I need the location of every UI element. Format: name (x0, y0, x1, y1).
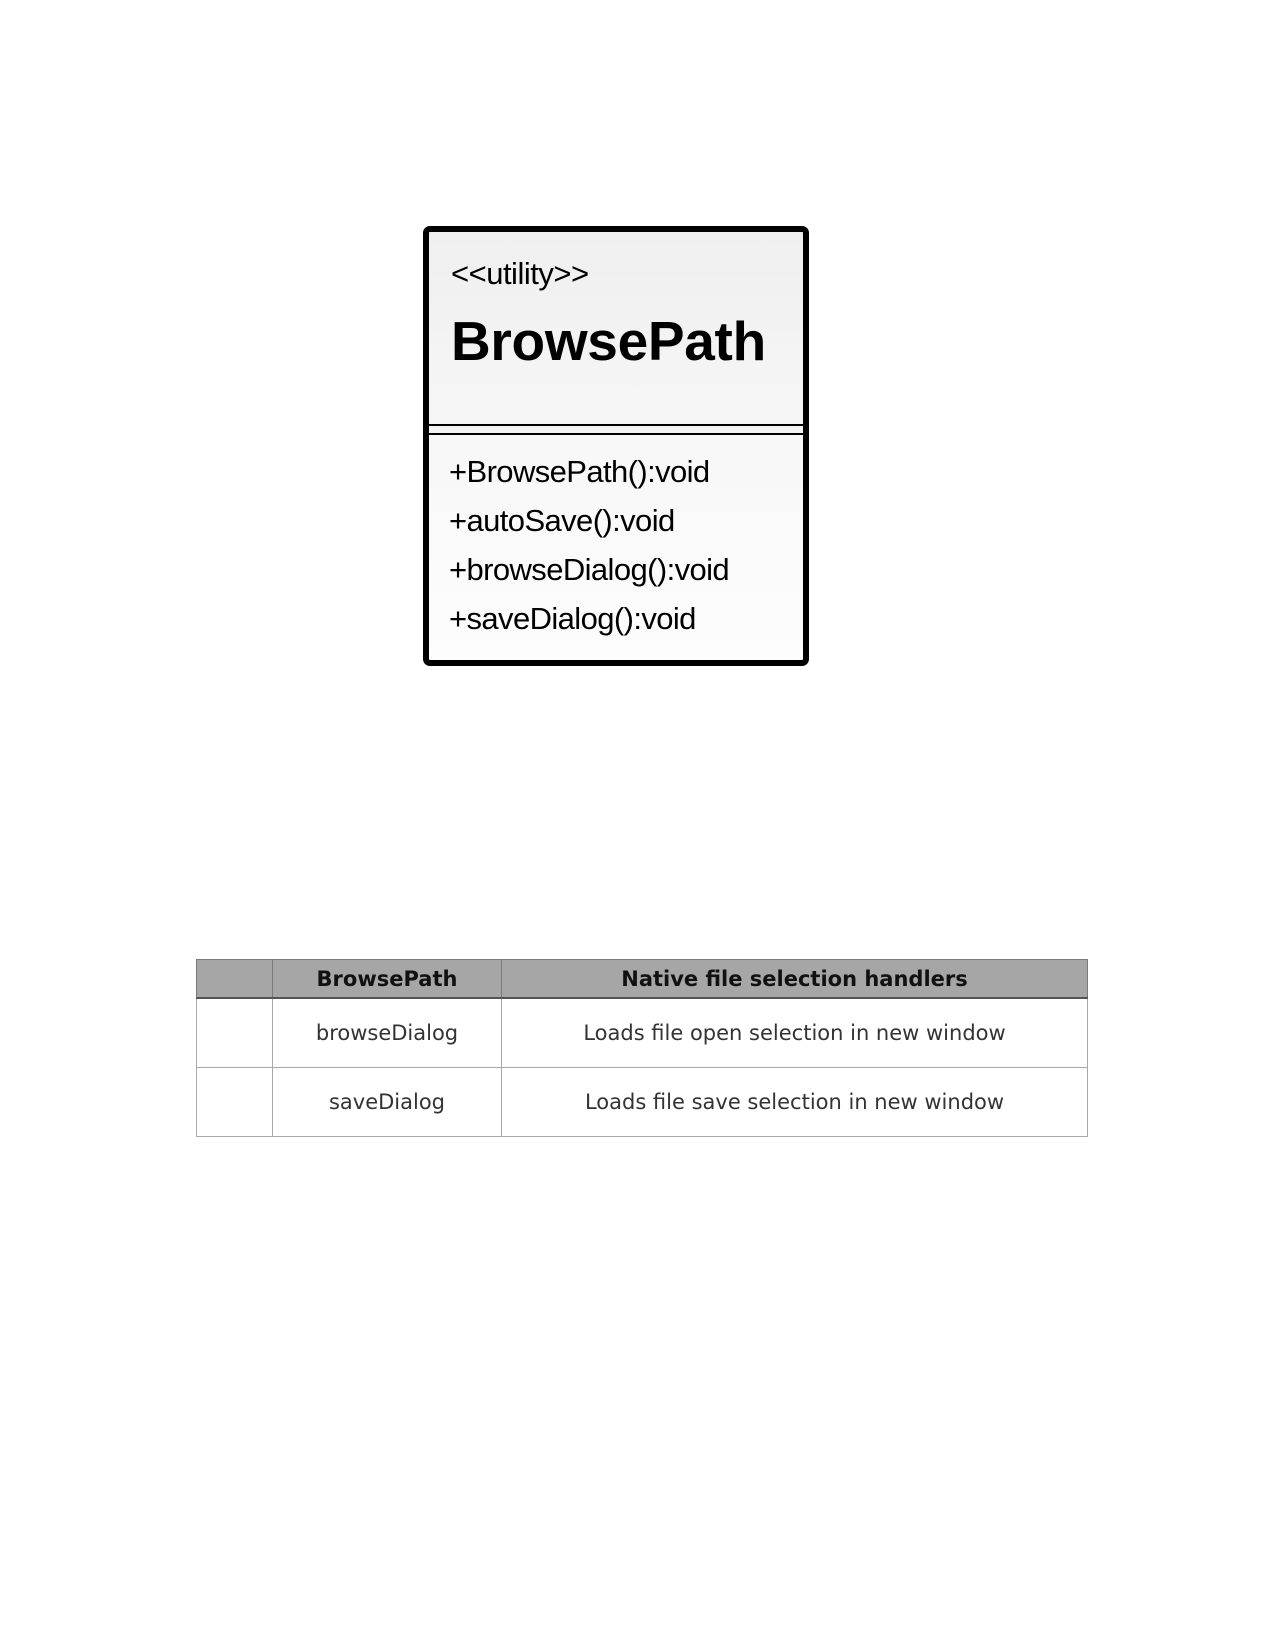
table-cell (196, 997, 273, 1068)
uml-operation: +saveDialog():void (449, 601, 696, 636)
uml-class-header: <<utility>> BrowsePath (429, 232, 803, 424)
uml-class-box: <<utility>> BrowsePath +BrowsePath():voi… (423, 226, 809, 666)
uml-operation: +autoSave():void (449, 503, 675, 538)
method-table: BrowsePath Native file selection handler… (196, 959, 1088, 1137)
uml-stereotype: <<utility>> (451, 256, 589, 291)
uml-operation: +BrowsePath():void (449, 454, 710, 489)
table-row: saveDialog Loads file save selection in … (196, 1067, 1088, 1137)
uml-class-name: BrowsePath (451, 310, 766, 372)
table-cell-method: browseDialog (272, 997, 502, 1068)
table-header-cell: BrowsePath (272, 959, 502, 999)
table-header-cell (196, 959, 273, 999)
uml-operations-compartment: +BrowsePath():void +autoSave():void +bro… (429, 435, 803, 643)
table-cell-method: saveDialog (272, 1067, 502, 1137)
table-header-cell: Native file selection handlers (501, 959, 1088, 999)
uml-compartment-divider (429, 424, 803, 435)
table-cell-description: Loads file save selection in new window (501, 1067, 1088, 1137)
table-cell (196, 1067, 273, 1137)
uml-operation: +browseDialog():void (449, 552, 730, 587)
table-row: browseDialog Loads file open selection i… (196, 997, 1088, 1068)
table-cell-description: Loads file open selection in new window (501, 997, 1088, 1068)
table-header-row: BrowsePath Native file selection handler… (196, 959, 1088, 999)
